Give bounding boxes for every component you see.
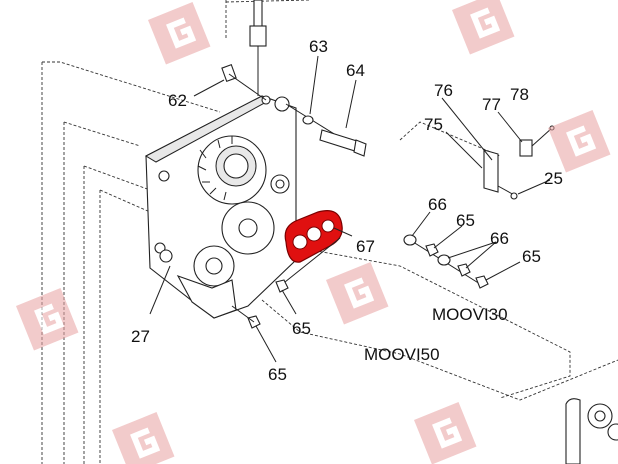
callout-67: 67 <box>356 237 375 256</box>
callout-labels: 62 63 64 67 27 65 65 76 77 78 75 25 66 6… <box>131 37 563 384</box>
callout-78: 78 <box>510 85 529 104</box>
callout-65-center: 65 <box>292 319 311 338</box>
callout-65-right-upper: 65 <box>456 211 475 230</box>
callout-62: 62 <box>168 91 187 110</box>
bolt-64 <box>285 103 367 157</box>
callout-76: 76 <box>434 81 453 100</box>
switch-assembly <box>483 125 555 200</box>
callout-75: 75 <box>424 115 443 134</box>
watermark-logos <box>16 0 611 464</box>
leader-lines <box>149 55 551 363</box>
callout-27: 27 <box>131 327 150 346</box>
callout-66-lower: 66 <box>490 229 509 248</box>
g-logo-icon <box>148 2 211 65</box>
callout-66-upper: 66 <box>428 195 447 214</box>
model-label-moovi50: MOOVI50 <box>364 345 440 364</box>
model-label-moovi30: MOOVI30 <box>432 305 508 324</box>
shaft-assembly <box>221 0 267 101</box>
callout-65-right-lower: 65 <box>522 247 541 266</box>
g-logo-icon <box>452 0 515 55</box>
g-logo-icon <box>548 110 611 173</box>
gearbox-plate <box>144 95 297 319</box>
callout-64: 64 <box>346 61 365 80</box>
callout-65-bottom: 65 <box>268 365 287 384</box>
housing-outline <box>41 0 311 464</box>
callout-77: 77 <box>482 95 501 114</box>
g-logo-icon <box>326 262 389 325</box>
chain-plate-67 <box>284 210 343 263</box>
g-logo-icon <box>16 288 79 351</box>
callout-63: 63 <box>309 37 328 56</box>
model-boundary-lines <box>261 121 618 401</box>
g-logo-icon <box>112 412 175 464</box>
g-logo-icon <box>414 402 477 464</box>
bottom-right-pulley <box>565 398 618 464</box>
callout-25: 25 <box>544 169 563 188</box>
